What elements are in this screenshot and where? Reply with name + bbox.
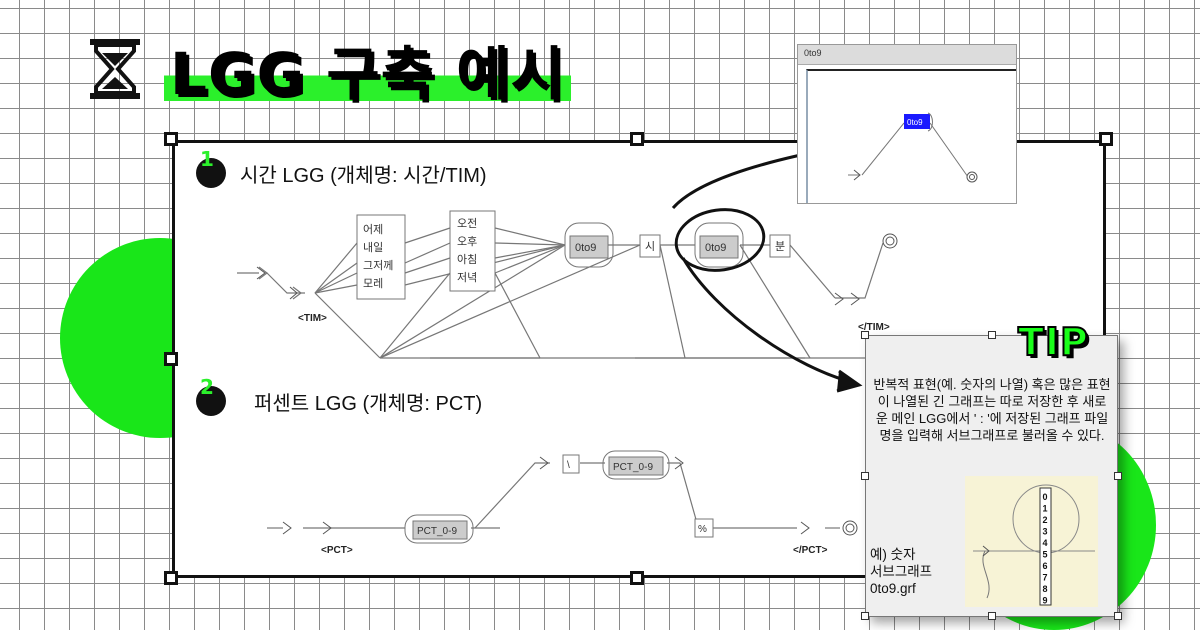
step-2: 2 퍼센트 LGG (개체명: PCT) — [196, 375, 483, 416]
digit-label: 2 — [1043, 515, 1048, 525]
digit-label: 9 — [1043, 596, 1048, 606]
svg-text:%: % — [698, 524, 707, 535]
tip-handle-bm[interactable] — [988, 612, 996, 620]
tip-handle-mr[interactable] — [1114, 472, 1122, 480]
svg-text:내일: 내일 — [363, 240, 383, 254]
step-1-label: 시간 LGG (개체명: 시간/TIM) — [240, 164, 487, 187]
svg-text:</PCT>: </PCT> — [793, 545, 828, 556]
tip-handle-ml[interactable] — [861, 472, 869, 480]
page-title: LGG 구축 예시 — [88, 27, 571, 111]
example-caption: 예) 숫자 서브그래프 0to9.grf — [870, 547, 933, 596]
svg-text:\: \ — [567, 460, 570, 471]
step-number-badge: 1 — [196, 147, 226, 188]
digit-label: 8 — [1043, 584, 1048, 594]
svg-text:</TIM>: </TIM> — [858, 322, 890, 333]
digit-label: 3 — [1043, 527, 1048, 537]
svg-text:저녁: 저녁 — [457, 271, 477, 284]
svg-text:모레: 모레 — [363, 277, 383, 290]
title-text: LGG 구축 예시 — [164, 27, 571, 111]
svg-text:<TIM>: <TIM> — [298, 313, 327, 324]
step-number-badge: 2 — [196, 375, 226, 416]
tim-graph-nodes: 어제 내일 그저께 모레 오전 오후 아침 저녁 0to9 시 0to9 분 <… — [256, 210, 898, 333]
svg-text:0to9: 0to9 — [907, 118, 923, 127]
svg-text:아침: 아침 — [457, 253, 477, 266]
pct-graph-edges — [267, 462, 840, 529]
svg-text:분: 분 — [775, 241, 785, 253]
digit-label: 0 — [1043, 492, 1048, 502]
digit-label: 7 — [1043, 573, 1048, 583]
step-1: 1 시간 LGG (개체명: 시간/TIM) — [196, 147, 487, 188]
resize-handle-tr[interactable] — [1099, 132, 1113, 146]
digit-label: 6 — [1043, 561, 1048, 571]
digit-labels: 0 12 34 56 78 9 — [1043, 492, 1048, 606]
digit-subgraph-diagram: 0 12 34 56 78 9 — [973, 484, 1095, 606]
resize-handle-bm[interactable] — [630, 571, 644, 585]
subgraph-window: 0to9 0to9 — [797, 44, 1017, 204]
digit-label: 5 — [1043, 550, 1048, 560]
tip-heading: TIP — [1017, 319, 1089, 365]
window-canvas: 0to9 — [806, 69, 1016, 203]
subgraph-preview: 0to9 — [848, 112, 978, 183]
resize-handle-ml[interactable] — [164, 352, 178, 366]
svg-text:그저께: 그저께 — [363, 259, 393, 272]
tip-handle-tm[interactable] — [988, 331, 996, 339]
svg-text:오전: 오전 — [457, 217, 477, 230]
resize-handle-bl[interactable] — [164, 571, 178, 585]
pct-graph-nodes: PCT_0-9 \ PCT_0-9 % <PCT> </PCT> — [282, 450, 858, 556]
svg-text:<PCT>: <PCT> — [321, 545, 353, 556]
tip-handle-br[interactable] — [1114, 612, 1122, 620]
tip-handle-bl[interactable] — [861, 612, 869, 620]
digit-label: 1 — [1043, 504, 1048, 514]
svg-text:시: 시 — [645, 241, 655, 253]
tip-text: 반복적 표현(예. 숫자의 나열) 혹은 많은 표현이 나열된 긴 그래프는 따… — [873, 377, 1111, 443]
svg-text:오후: 오후 — [457, 235, 477, 248]
step-2-label: 퍼센트 LGG (개체명: PCT) — [254, 392, 483, 415]
window-title: 0to9 — [798, 45, 1016, 65]
hourglass-icon — [90, 39, 140, 99]
tim-graph-edges — [237, 227, 975, 359]
svg-text:0to9: 0to9 — [705, 242, 726, 254]
lgg-graphs: 어제 내일 그저께 모레 오전 오후 아침 저녁 0to9 시 0to9 분 <… — [237, 143, 975, 556]
svg-text:PCT_0-9: PCT_0-9 — [417, 526, 457, 537]
resize-handle-tm[interactable] — [630, 132, 644, 146]
svg-text:PCT_0-9: PCT_0-9 — [613, 462, 653, 473]
resize-handle-tl[interactable] — [164, 132, 178, 146]
digit-label: 4 — [1043, 538, 1048, 548]
tip-handle-tl[interactable] — [861, 331, 869, 339]
svg-text:어제: 어제 — [363, 223, 383, 236]
svg-text:0to9: 0to9 — [575, 242, 596, 254]
